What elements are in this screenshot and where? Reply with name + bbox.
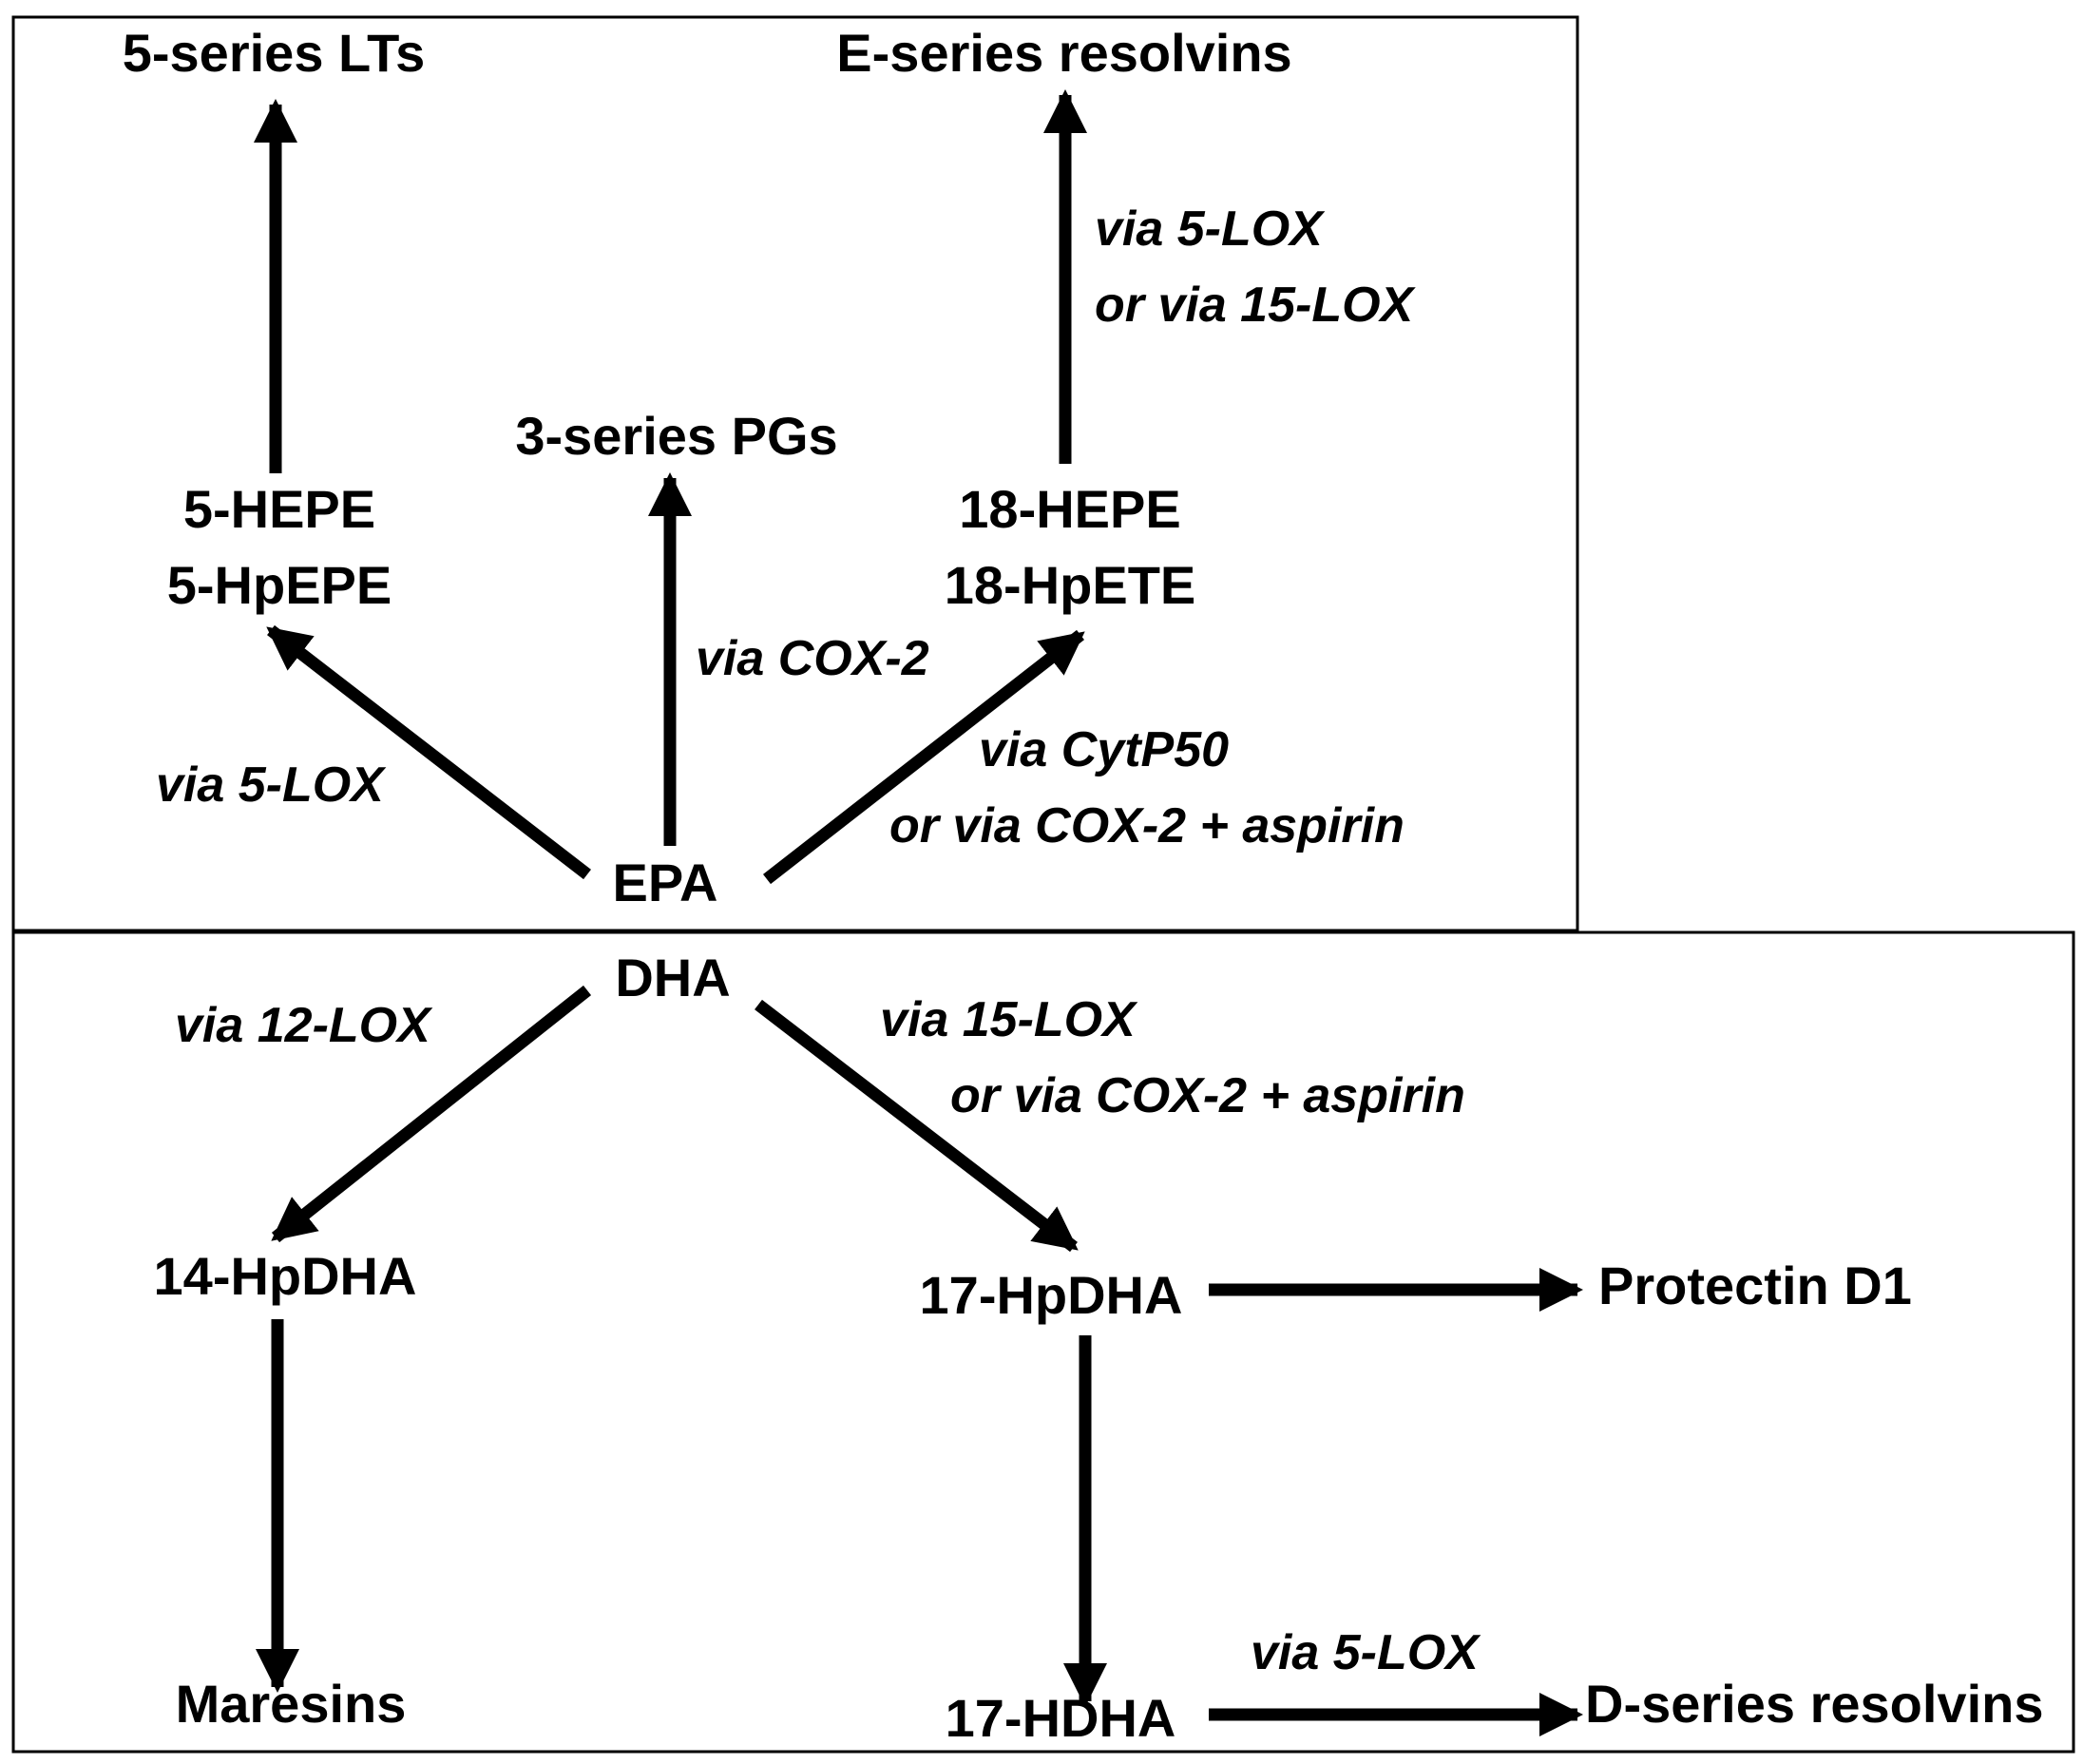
node-maresins: Maresins — [176, 1674, 407, 1734]
enzyme-label-17-hpdha-1: via 15-LOX — [880, 992, 1138, 1047]
node-17-hdha: 17-HDHA — [946, 1688, 1176, 1748]
arrow-epa-to-5-hepe — [266, 624, 591, 880]
node-3-series-pgs: 3-series PGs — [515, 406, 837, 466]
node-14-hpdha: 14-HpDHA — [154, 1246, 417, 1306]
node-18-hpete: 18-HpETE — [945, 555, 1196, 615]
node-dha: DHA — [615, 948, 730, 1007]
enzyme-label-pgs: via COX-2 — [696, 631, 929, 686]
node-5-series-lts: 5-series LTs — [123, 23, 426, 83]
enzyme-label-17-hpdha-2: or via COX-2 + aspirin — [950, 1068, 1465, 1123]
node-5-hpepe: 5-HpEPE — [167, 555, 392, 615]
enzyme-label-14-hpdha: via 12-LOX — [175, 998, 433, 1053]
enzyme-label-18-hepe-1: via CytP50 — [979, 722, 1229, 777]
enzyme-label-18-hepe-2: or via COX-2 + aspirin — [889, 798, 1405, 853]
enzyme-label-e-series-2: or via 15-LOX — [1095, 278, 1417, 333]
node-d-series-resolvins: D-series resolvins — [1585, 1674, 2043, 1734]
node-epa: EPA — [613, 853, 718, 912]
node-protectin-d1: Protectin D1 — [1598, 1256, 1912, 1315]
arrow-dha-to-14-hpdha — [271, 985, 592, 1243]
arrow-epa-to-18-hepe — [763, 629, 1085, 885]
arrow-dha-to-17-hpdha — [755, 999, 1079, 1253]
node-5-hepe: 5-HEPE — [183, 479, 375, 539]
dha-panel-frame — [11, 930, 2075, 1754]
enzyme-label-e-series-1: via 5-LOX — [1095, 201, 1326, 257]
node-18-hepe: 18-HEPE — [959, 479, 1180, 539]
epa-panel-frame — [11, 15, 1579, 932]
enzyme-label-d-series-resolvins: via 5-LOX — [1251, 1625, 1481, 1680]
enzyme-label-5-hepe: via 5-LOX — [156, 757, 387, 813]
node-e-series-resolvins: E-series resolvins — [836, 23, 1291, 83]
node-17-hpdha: 17-HpDHA — [920, 1265, 1183, 1325]
